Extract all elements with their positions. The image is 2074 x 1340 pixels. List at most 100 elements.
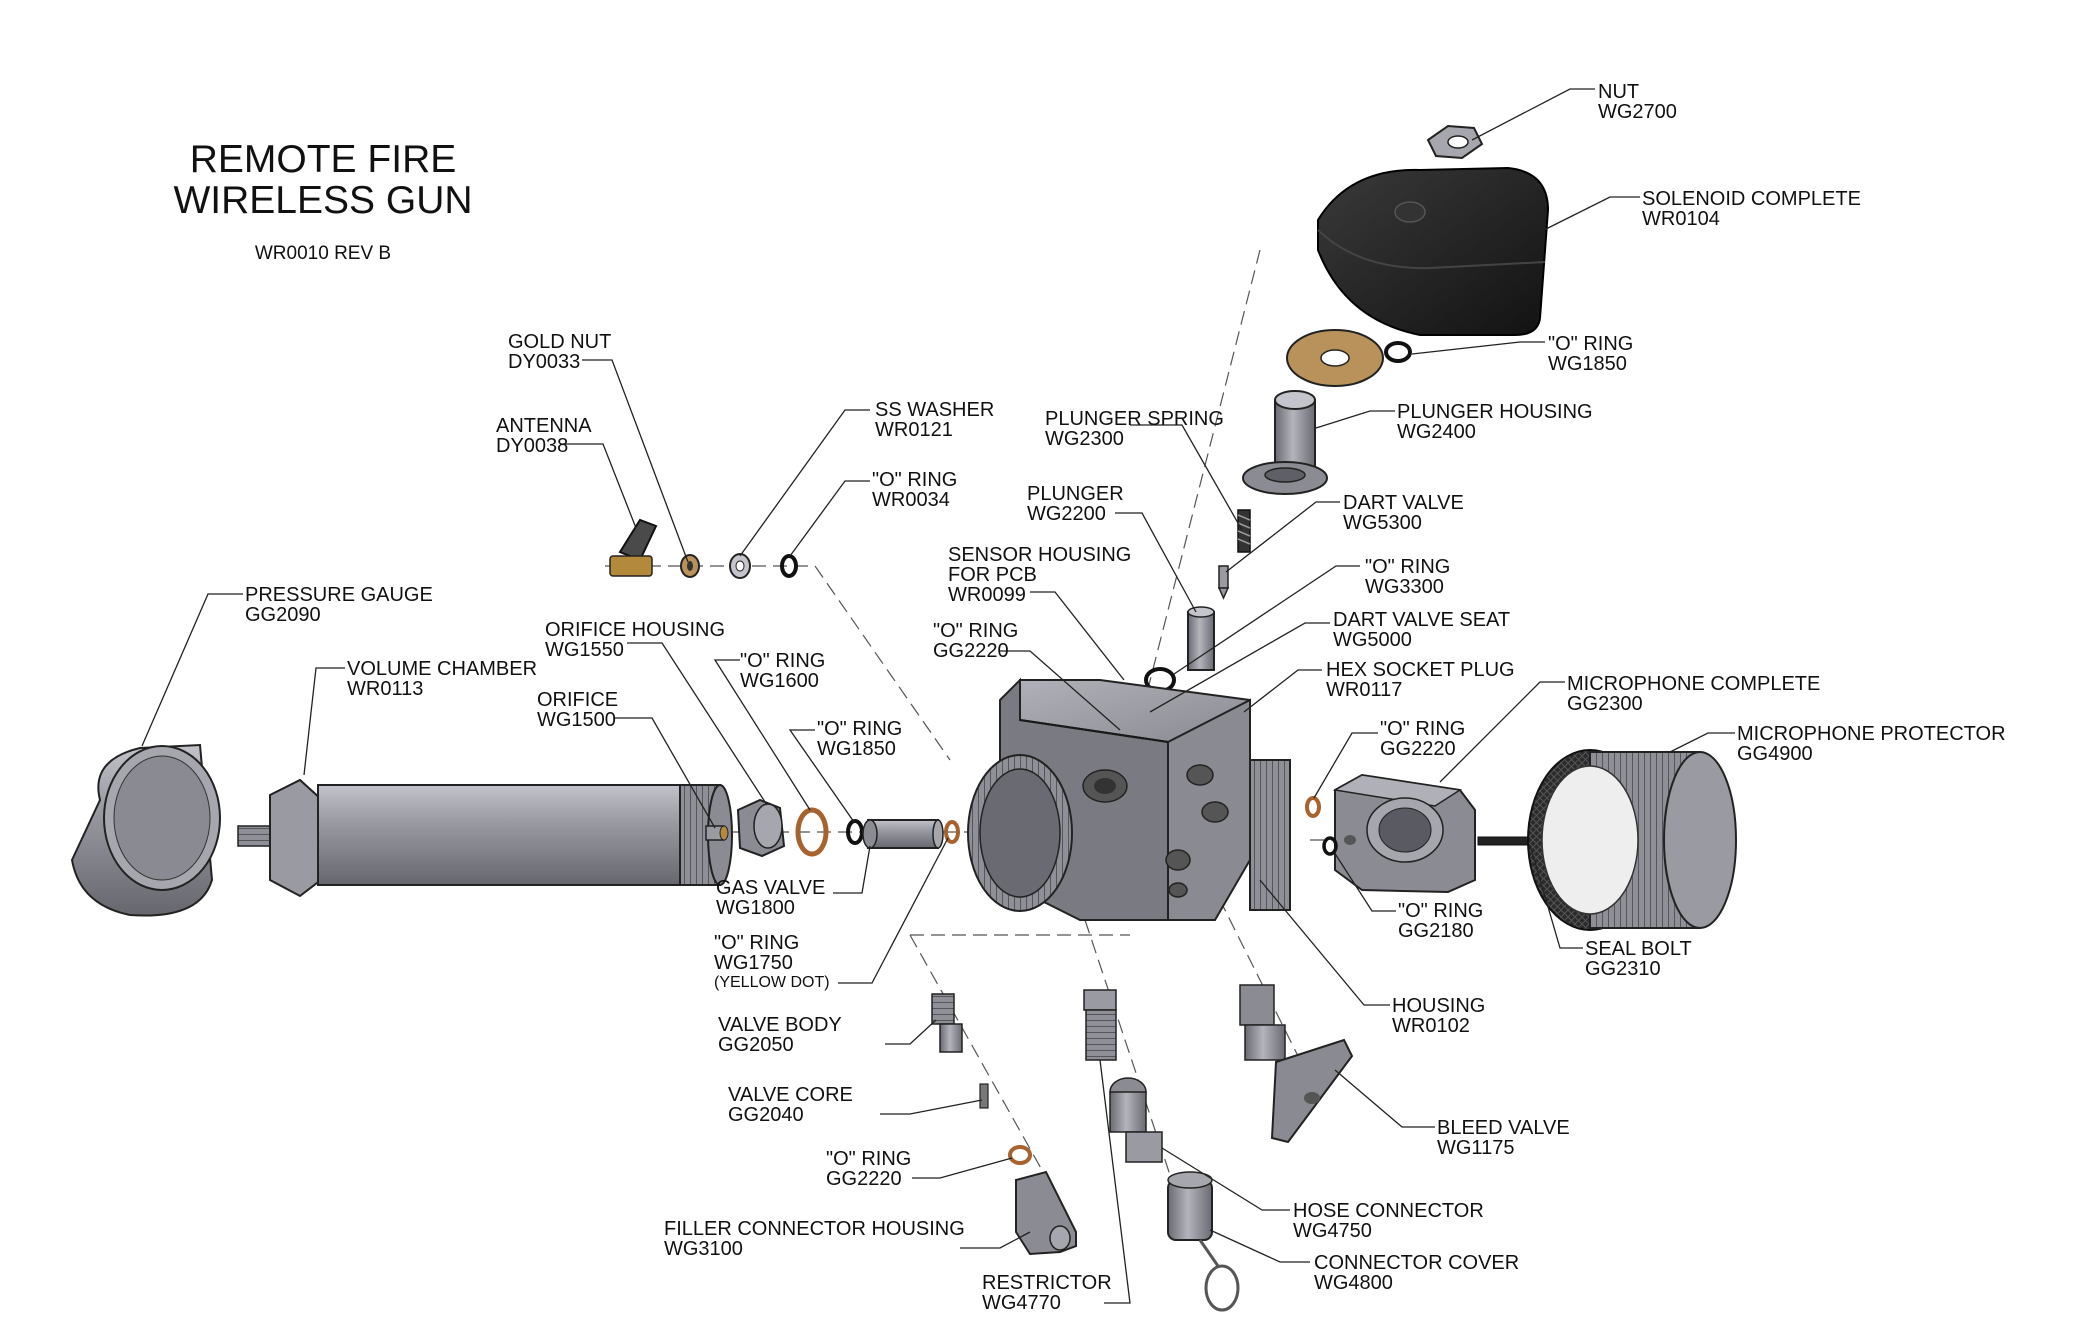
- bleed-valve-part: [1239, 984, 1354, 1144]
- svg-text:WR0102: WR0102: [1392, 1015, 1470, 1037]
- svg-text:GG2300: GG2300: [1567, 693, 1643, 715]
- label-gas-valve: GAS VALVE WG1800: [716, 877, 825, 919]
- label-connector-cover: CONNECTOR COVER WG4800: [1314, 1252, 1519, 1294]
- document-number: WR0010 REV B: [255, 243, 391, 264]
- label-oring-gg2220-bottom: "O" RING GG2220: [826, 1148, 911, 1190]
- svg-text:ANTENNA: ANTENNA: [496, 415, 592, 437]
- svg-text:"O" RING: "O" RING: [740, 650, 825, 672]
- svg-text:NUT: NUT: [1598, 81, 1639, 103]
- svg-text:GG2220: GG2220: [1380, 738, 1456, 760]
- label-oring-wg1600: "O" RING WG1600: [740, 650, 825, 692]
- svg-text:PLUNGER HOUSING: PLUNGER HOUSING: [1397, 401, 1593, 423]
- svg-text:WG2400: WG2400: [1397, 421, 1476, 443]
- label-dart-valve: DART VALVE WG5300: [1343, 492, 1464, 534]
- svg-text:GAS VALVE: GAS VALVE: [716, 877, 825, 899]
- orifice-housing-part: [736, 798, 786, 858]
- svg-text:SEAL BOLT: SEAL BOLT: [1585, 938, 1692, 960]
- microphone-complete-part: [1332, 773, 1476, 894]
- label-restrictor: RESTRICTOR WG4770: [982, 1272, 1112, 1314]
- gas-valve-part: [862, 819, 944, 849]
- svg-text:WG5300: WG5300: [1343, 512, 1422, 534]
- svg-text:PRESSURE GAUGE: PRESSURE GAUGE: [245, 584, 433, 606]
- svg-text:"O" RING: "O" RING: [714, 932, 799, 954]
- label-valve-body: VALVE BODY GG2050: [718, 1014, 842, 1056]
- plunger-part: [1187, 606, 1215, 671]
- label-oring-gg2180: "O" RING GG2180: [1398, 900, 1483, 942]
- solenoid-washer-part: [1286, 329, 1384, 387]
- svg-text:MICROPHONE COMPLETE: MICROPHONE COMPLETE: [1567, 673, 1820, 695]
- plunger-housing-part: [1242, 390, 1328, 495]
- svg-text:CONNECTOR COVER: CONNECTOR COVER: [1314, 1252, 1519, 1274]
- svg-text:HOSE CONNECTOR: HOSE CONNECTOR: [1293, 1200, 1484, 1222]
- svg-text:"O" RING: "O" RING: [872, 469, 957, 491]
- svg-text:WG2300: WG2300: [1045, 428, 1124, 450]
- svg-text:WG1800: WG1800: [716, 897, 795, 919]
- connector-cover-part: [1167, 1171, 1240, 1312]
- svg-text:WG5000: WG5000: [1333, 629, 1412, 651]
- svg-text:WG3300: WG3300: [1365, 576, 1444, 598]
- label-plunger-spring: PLUNGER SPRING WG2300: [1045, 408, 1224, 450]
- svg-text:SENSOR HOUSING: SENSOR HOUSING: [948, 544, 1131, 566]
- svg-text:WG1500: WG1500: [537, 709, 616, 731]
- svg-text:HEX SOCKET PLUG: HEX SOCKET PLUG: [1326, 659, 1515, 681]
- svg-text:PLUNGER SPRING: PLUNGER SPRING: [1045, 408, 1224, 430]
- svg-text:WG4750: WG4750: [1293, 1220, 1372, 1242]
- label-oring-wg1750: "O" RING WG1750 (YELLOW DOT): [714, 932, 830, 991]
- gold-nut-part: [680, 554, 700, 578]
- label-seal-bolt: SEAL BOLT GG2310: [1585, 938, 1692, 980]
- oring-wg1850-mid-part: [846, 819, 864, 845]
- label-filler-connector-housing: FILLER CONNECTOR HOUSING WG3100: [664, 1218, 965, 1260]
- label-oring-wg3300: "O" RING WG3300: [1365, 556, 1450, 598]
- svg-text:(YELLOW DOT): (YELLOW DOT): [714, 974, 830, 991]
- label-housing: HOUSING WR0102: [1392, 995, 1485, 1037]
- svg-text:"O" RING: "O" RING: [933, 620, 1018, 642]
- svg-text:GG2220: GG2220: [826, 1168, 902, 1190]
- label-oring-wr0034: "O" RING WR0034: [872, 469, 957, 511]
- svg-text:HOUSING: HOUSING: [1392, 995, 1485, 1017]
- svg-text:FILLER CONNECTOR HOUSING: FILLER CONNECTOR HOUSING: [664, 1218, 965, 1240]
- solenoid-part: [1317, 166, 1550, 336]
- title-line-1: REMOTE FIRE: [190, 138, 457, 181]
- svg-text:WG2700: WG2700: [1598, 101, 1677, 123]
- oring-wg1750-part: [944, 820, 960, 844]
- svg-text:WG1550: WG1550: [545, 639, 624, 661]
- label-orifice: ORIFICE WG1500: [537, 689, 618, 731]
- svg-text:GG2050: GG2050: [718, 1034, 794, 1056]
- svg-text:GG2090: GG2090: [245, 604, 321, 626]
- svg-text:"O" RING: "O" RING: [1398, 900, 1483, 922]
- svg-text:BLEED VALVE: BLEED VALVE: [1437, 1117, 1570, 1139]
- label-dart-valve-seat: DART VALVE SEAT WG5000: [1333, 609, 1510, 651]
- valve-body-part: [931, 993, 963, 1053]
- svg-text:ORIFICE HOUSING: ORIFICE HOUSING: [545, 619, 725, 641]
- label-plunger: PLUNGER WG2200: [1027, 483, 1124, 525]
- svg-text:FOR PCB: FOR PCB: [948, 564, 1037, 586]
- svg-text:"O" RING: "O" RING: [817, 718, 902, 740]
- hose-connector-part: [1109, 1077, 1163, 1163]
- label-hose-connector: HOSE CONNECTOR WG4750: [1293, 1200, 1484, 1242]
- label-orifice-housing: ORIFICE HOUSING WG1550: [545, 619, 725, 661]
- pressure-gauge-part: [70, 743, 279, 917]
- svg-text:VALVE CORE: VALVE CORE: [728, 1084, 853, 1106]
- microphone-protector-part: [1527, 749, 1737, 931]
- svg-text:GG2180: GG2180: [1398, 920, 1474, 942]
- svg-text:GG2220: GG2220: [933, 640, 1009, 662]
- svg-text:VALVE BODY: VALVE BODY: [718, 1014, 842, 1036]
- svg-text:WG2200: WG2200: [1027, 503, 1106, 525]
- label-ss-washer: SS WASHER WR0121: [875, 399, 994, 441]
- label-bleed-valve: BLEED VALVE WG1175: [1437, 1117, 1570, 1159]
- label-antenna: ANTENNA DY0038: [496, 415, 592, 457]
- plunger-spring-part: [1237, 509, 1251, 553]
- filler-connector-housing-part: [1015, 1170, 1077, 1256]
- svg-text:"O" RING: "O" RING: [1365, 556, 1450, 578]
- svg-text:DY0033: DY0033: [508, 351, 580, 373]
- svg-text:GOLD NUT: GOLD NUT: [508, 331, 611, 353]
- title-block: REMOTE FIRE WIRELESS GUN WR0010 REV B: [173, 138, 472, 264]
- oring-gg2220-bottom-part: [1008, 1145, 1032, 1165]
- svg-text:WG4800: WG4800: [1314, 1272, 1393, 1294]
- svg-text:PLUNGER: PLUNGER: [1027, 483, 1124, 505]
- svg-text:SOLENOID COMPLETE: SOLENOID COMPLETE: [1642, 188, 1861, 210]
- ss-washer-part: [729, 553, 751, 579]
- svg-text:WG1850: WG1850: [817, 738, 896, 760]
- orifice-part: [705, 825, 729, 841]
